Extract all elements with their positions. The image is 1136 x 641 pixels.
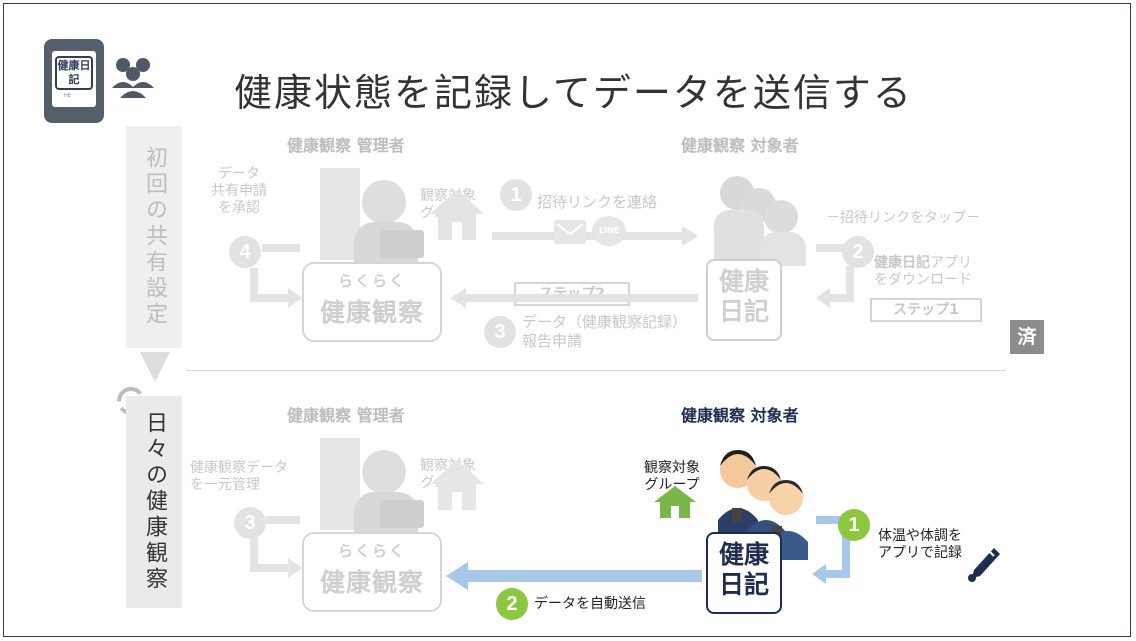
page-title: 健康状態を記録してデータを送信する — [234, 71, 913, 115]
bottom-admin-header: 健康観察 管理者 — [287, 406, 405, 425]
invite-text: 招待リンクを連絡 — [537, 193, 658, 211]
report-text: データ（健康観察記録） 報告申請 — [522, 313, 688, 350]
manage-text: 健康観察データ を一元管理 — [190, 460, 288, 493]
arrow-b3-bottom — [250, 564, 290, 572]
diary-logo-top: 健康 日記 — [706, 259, 782, 341]
download-bold: 健康日記 — [874, 255, 930, 271]
record-arrow — [812, 512, 862, 584]
logo-line1-bottom: らくらく — [337, 542, 406, 560]
admin-illustration-bottom — [316, 434, 426, 534]
arrow-4-head — [288, 288, 302, 308]
bottom-step2-circle: 2 — [496, 588, 528, 620]
tap-invite-text: －招待リンクをタップ－ — [826, 210, 980, 226]
down-arrow-icon — [140, 352, 170, 382]
rakuraku-logo-bottom: らくらく 健康観察 — [302, 532, 442, 612]
send-arrow-head — [446, 562, 468, 590]
approve-text: データ 共有申請 を承認 — [211, 166, 267, 216]
app-icon-label: 健康日記 — [55, 56, 93, 90]
record-text: 体温や体調を アプリで記録 — [878, 528, 962, 561]
house-icon-green — [652, 484, 698, 520]
download-rest: アプリ をダウンロード — [874, 255, 972, 288]
admin-illustration — [316, 164, 426, 264]
rakuraku-logo-top: らくらく 健康観察 — [302, 262, 442, 342]
house-icon-top — [428, 184, 486, 244]
side-label-initial: 初回の共有設定 — [126, 126, 182, 348]
logo-line2: 健康観察 — [319, 298, 424, 327]
step4-circle: 4 — [229, 236, 261, 268]
logo-line2-bottom: 健康観察 — [319, 568, 424, 597]
bottom-step1-circle: 1 — [838, 509, 870, 541]
top-subject-header: 健康観察 対象者 — [681, 136, 799, 155]
top-step1-circle: 1 — [500, 179, 532, 211]
invite-arrow-head — [682, 226, 698, 246]
top-step3-circle: 3 — [484, 316, 516, 348]
section-divider — [186, 370, 1006, 371]
thermometer-icon — [966, 544, 1002, 584]
diary-logo-bottom: 健康 日記 — [706, 532, 782, 614]
report-arrow — [466, 294, 698, 302]
logo-line1: らくらく — [337, 272, 406, 290]
send-arrow — [466, 570, 702, 582]
top-step2-circle: 2 — [842, 236, 874, 268]
bottom-subject-header: 健康観察 対象者 — [681, 406, 799, 425]
diary-line2-bottom: 日記 — [718, 570, 769, 599]
diary-line1: 健康 — [718, 267, 769, 296]
arrow-2-vertical — [846, 266, 854, 294]
arrow-b3-top — [266, 516, 300, 524]
arrow-2-bottom — [830, 294, 854, 302]
download-text: 健康日記アプリ をダウンロード — [874, 255, 972, 289]
house-icon-bottom-gray — [428, 454, 486, 514]
send-text: データを自動送信 — [534, 596, 646, 612]
people-icon — [110, 52, 156, 100]
subject-group-illustration-top — [710, 170, 810, 266]
arrow-b3-head — [288, 558, 302, 578]
arrow-4-vertical — [250, 268, 258, 294]
arrow-2-top — [816, 244, 854, 252]
slide: 健康日記 HE 健康状態を記録してデータを送信する 初回の共有設定 健康観察 管… — [3, 3, 1131, 637]
done-badge: 済 — [1010, 320, 1044, 354]
bottom-step3-circle: 3 — [234, 507, 266, 539]
line-icon: LINE — [592, 216, 626, 246]
arrow-4-horizontal — [262, 244, 300, 252]
arrow-2-head — [816, 288, 830, 308]
app-icon-caption: HE — [64, 93, 71, 99]
diary-line2: 日記 — [718, 297, 769, 326]
top-admin-header: 健康観察 管理者 — [287, 136, 405, 155]
side-label-daily: 日々の健康観察 — [126, 396, 182, 608]
phone-app-icon: 健康日記 HE — [44, 39, 104, 123]
diary-line1-bottom: 健康 — [718, 540, 769, 569]
mail-icon — [554, 220, 586, 244]
bottom-group-label: 観察対象 グループ — [644, 460, 700, 493]
invite-arrow — [492, 232, 684, 240]
arrow-b3-vertical — [250, 538, 258, 566]
report-arrow-head — [450, 288, 466, 308]
step-box-1: ステップ1 — [870, 298, 982, 322]
arrow-4-bottom — [250, 294, 290, 302]
